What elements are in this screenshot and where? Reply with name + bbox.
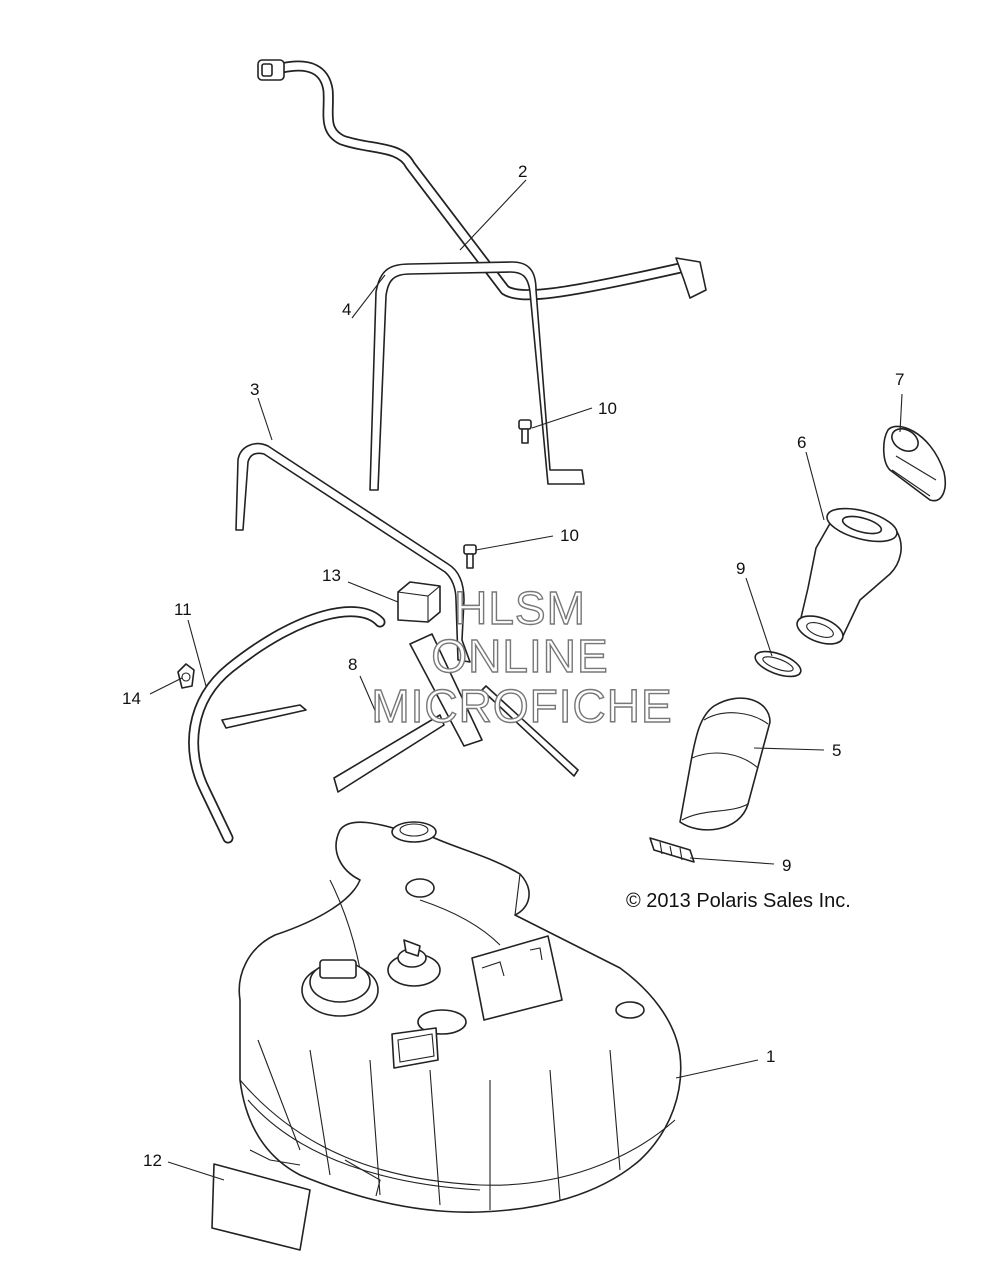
callout-numbers: 2 4 3 10 10 13 11 14 8 7 6 9 5 9 1 12 (122, 162, 904, 1170)
leader-10b (475, 535, 554, 551)
part-12-label (211, 1163, 311, 1251)
leader-13 (347, 581, 399, 603)
callout-13: 13 (322, 566, 341, 585)
callout-5: 5 (832, 741, 841, 760)
part-11-hose (188, 606, 386, 844)
leader-9b (689, 857, 775, 865)
leader-5 (753, 747, 825, 751)
leader-4 (351, 274, 386, 319)
callout-12: 12 (143, 1151, 162, 1170)
callout-4: 4 (342, 300, 351, 319)
watermark-line-3: MICROFICHE (371, 680, 672, 732)
part-9-clamp-upper (754, 650, 802, 678)
part-3-strap (235, 442, 471, 663)
leader-lines (149, 179, 903, 1181)
leader-7 (899, 393, 903, 433)
part-8-pad-strips (221, 633, 579, 793)
leader-9a (745, 577, 773, 657)
callout-2: 2 (518, 162, 527, 181)
leader-3 (257, 397, 273, 441)
part-14-clip (177, 663, 195, 689)
callout-3: 3 (250, 380, 259, 399)
leader-11 (187, 619, 207, 687)
leader-14 (149, 677, 183, 695)
part-6-filler-neck (796, 507, 902, 645)
callout-1: 1 (766, 1047, 775, 1066)
leader-2 (459, 179, 527, 251)
callout-10-upper: 10 (598, 399, 617, 418)
part-7-fuel-cap (882, 425, 946, 502)
watermark: HLSM ONLINE MICROFICHE (371, 581, 673, 732)
leader-6 (805, 451, 825, 521)
leader-1 (675, 1059, 759, 1079)
callout-8: 8 (348, 655, 357, 674)
callout-11: 11 (174, 600, 192, 619)
callout-9-upper: 9 (736, 559, 745, 578)
callout-9-lower: 9 (782, 856, 791, 875)
callout-7: 7 (895, 370, 904, 389)
part-10-bolt-upper (518, 419, 532, 444)
part-13-foam-block (397, 581, 441, 623)
part-2-vent-hose (257, 59, 707, 301)
callout-14: 14 (122, 689, 141, 708)
part-10-bolt-lower (463, 544, 477, 569)
part-4-strap (369, 261, 585, 491)
watermark-line-1: HLSM (454, 582, 586, 634)
callout-6: 6 (797, 433, 806, 452)
part-9-clamp-lower (649, 837, 695, 863)
leader-12 (167, 1161, 225, 1181)
copyright-notice: © 2013 Polaris Sales Inc. (626, 890, 851, 912)
leader-8 (359, 675, 381, 723)
part-1-fuel-tank (238, 821, 682, 1213)
hose-elbow-fitting (675, 257, 707, 299)
callout-10-lower: 10 (560, 526, 579, 545)
part-5-filler-hose (679, 697, 771, 831)
watermark-line-2: ONLINE (431, 630, 608, 682)
leader-10a (531, 407, 593, 429)
